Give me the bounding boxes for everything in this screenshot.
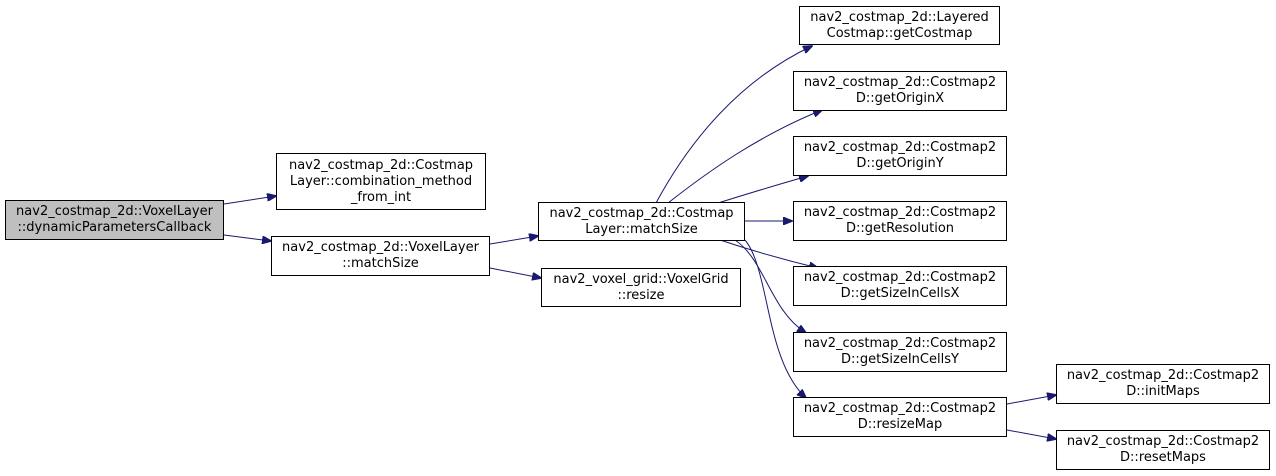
node-getresolution[interactable]: nav2_costmap_2d::Costmap2 D::getResoluti… [793, 201, 1007, 241]
node-initmaps[interactable]: nav2_costmap_2d::Costmap2 D::initMaps [1056, 364, 1270, 404]
node-getresolution-line-1: nav2_costmap_2d::Costmap2 [803, 205, 997, 220]
node-getsizeincellsy[interactable]: nav2_costmap_2d::Costmap2 D::getSizeInCe… [793, 332, 1007, 372]
node-costmap-matchsize[interactable]: nav2_costmap_2d::Costmap Layer::matchSiz… [538, 202, 745, 241]
node-resetmaps-line-1: nav2_costmap_2d::Costmap2 [1066, 434, 1260, 449]
edge-root-to-voxel-matchsize [223, 234, 271, 241]
node-getoriginx-line-1: nav2_costmap_2d::Costmap2 [803, 75, 997, 90]
edge-voxel-to-voxelgrid-resize [489, 267, 541, 278]
node-getcostmap-line-1: nav2_costmap_2d::Layered [810, 9, 989, 25]
node-getoriginy-line-1: nav2_costmap_2d::Costmap2 [803, 140, 997, 155]
node-resizemap[interactable]: nav2_costmap_2d::Costmap2 D::resizeMap [793, 397, 1007, 437]
edge-to-getsizey [734, 239, 806, 333]
node-initmaps-line-2: D::initMaps [1126, 384, 1200, 399]
node-combination-line-1: nav2_costmap_2d::Costmap [288, 157, 474, 173]
node-combination-line-2: Layer::combination_method [289, 173, 473, 189]
node-resetmaps[interactable]: nav2_costmap_2d::Costmap2 D::resetMaps [1056, 430, 1270, 470]
node-voxel-matchsize-line-2: ::matchSize [342, 256, 419, 271]
edge-root-to-combination [223, 196, 276, 205]
node-getoriginy-line-2: D::getOriginY [856, 156, 944, 171]
node-resizemap-line-2: D::resizeMap [857, 417, 943, 432]
node-costmap-matchsize-line-1: nav2_costmap_2d::Costmap [549, 205, 734, 221]
node-voxelgrid-resize-line-1: nav2_voxel_grid::VoxelGrid [553, 271, 729, 287]
edge-to-resetmaps [1006, 429, 1056, 439]
node-getoriginy[interactable]: nav2_costmap_2d::Costmap2 D::getOriginY [793, 136, 1007, 176]
edge-to-resizemap [744, 239, 806, 398]
node-combination-line-3: _from_int [350, 189, 412, 205]
edge-to-getoriginx [667, 110, 822, 204]
node-combination-method[interactable]: nav2_costmap_2d::Costmap Layer::combinat… [276, 153, 486, 210]
edge-to-getsizex [719, 239, 818, 268]
node-voxel-matchsize-line-1: nav2_costmap_2d::VoxelLayer [282, 240, 479, 255]
node-root-line-1: nav2_costmap_2d::VoxelLayer [16, 204, 213, 219]
node-voxel-matchsize[interactable]: nav2_costmap_2d::VoxelLayer ::matchSize [271, 236, 490, 276]
edge-to-initmaps [1006, 395, 1056, 405]
node-getoriginx[interactable]: nav2_costmap_2d::Costmap2 D::getOriginX [793, 71, 1007, 111]
edge-to-getcostmap [655, 46, 812, 204]
node-voxelgrid-resize[interactable]: nav2_voxel_grid::VoxelGrid ::resize [541, 268, 741, 307]
node-getresolution-line-2: D::getResolution [845, 221, 955, 236]
node-costmap-matchsize-line-2: Layer::matchSize [585, 221, 698, 237]
node-getsizey-line-2: D::getSizeInCellsY [841, 352, 959, 367]
node-getsizeincellsx[interactable]: nav2_costmap_2d::Costmap2 D::getSizeInCe… [793, 266, 1007, 306]
node-getcostmap[interactable]: nav2_costmap_2d::Layered Costmap::getCos… [799, 6, 1000, 45]
node-getsizey-line-1: nav2_costmap_2d::Costmap2 [803, 336, 997, 351]
node-getsizex-line-2: D::getSizeInCellsX [840, 286, 960, 301]
node-root-line-2: ::dynamicParametersCallback [17, 220, 212, 235]
node-resizemap-line-1: nav2_costmap_2d::Costmap2 [803, 401, 997, 416]
node-voxelgrid-resize-line-2: ::resize [617, 287, 665, 303]
node-resetmaps-line-2: D::resetMaps [1120, 450, 1206, 465]
node-getoriginx-line-2: D::getOriginX [855, 91, 945, 106]
node-getcostmap-line-2: Costmap::getCostmap [826, 25, 973, 41]
edge-voxel-to-costmap-matchsize [489, 236, 538, 245]
node-getsizex-line-1: nav2_costmap_2d::Costmap2 [803, 270, 997, 285]
node-root: nav2_costmap_2d::VoxelLayer ::dynamicPar… [5, 200, 224, 240]
node-initmaps-line-1: nav2_costmap_2d::Costmap2 [1066, 368, 1260, 383]
edge-to-getoriginy [717, 176, 808, 204]
